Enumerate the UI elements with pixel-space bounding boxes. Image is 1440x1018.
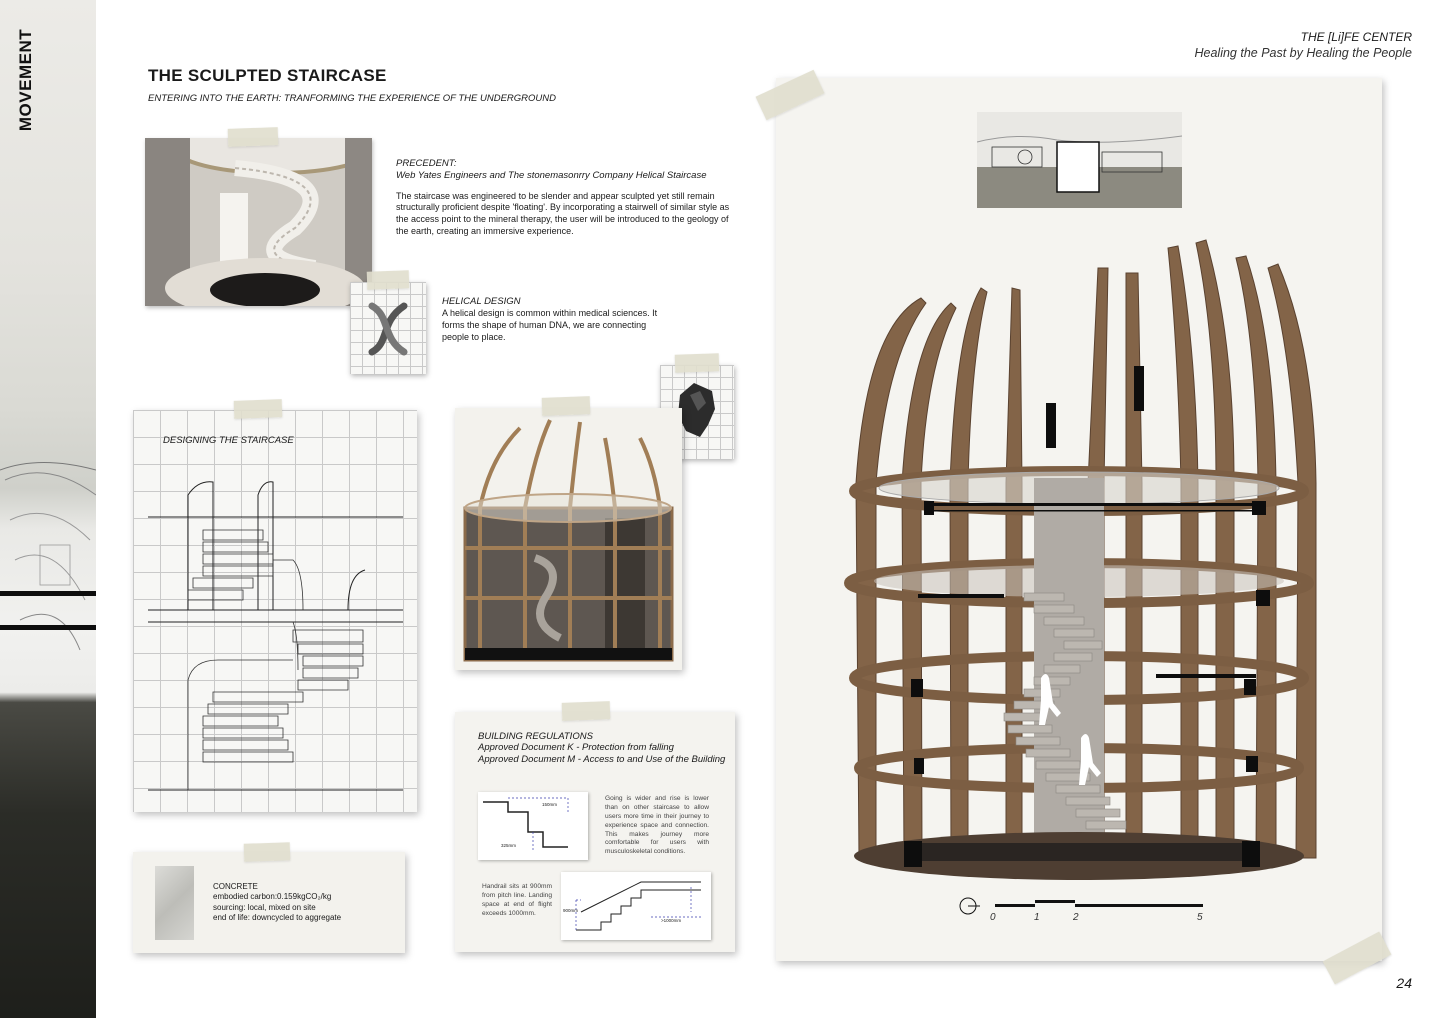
- precedent-photo: [145, 138, 372, 306]
- main-section-card: 0 1 2 5: [776, 78, 1382, 961]
- staircase-design-card: DESIGNING THE STAIRCASE: [133, 410, 417, 812]
- design-label: DESIGNING THE STAIRCASE: [163, 435, 294, 446]
- brand-block: THE [Li]FE CENTER Healing the Past by He…: [1194, 30, 1412, 60]
- dim-going: 325mm: [501, 843, 517, 848]
- tape: [541, 396, 591, 416]
- concrete-carbon: embodied carbon:0.159kgCO₂/kg: [213, 892, 332, 902]
- regulations-heading: BUILDING REGULATIONS: [478, 731, 593, 742]
- precedent-text: PRECEDENT: Web Yates Engineers and The s…: [396, 158, 736, 237]
- page-number: 24: [1396, 975, 1412, 991]
- tape: [233, 399, 283, 419]
- precedent-source: Web Yates Engineers and The stonemasonrr…: [396, 170, 707, 182]
- scale-tick-0: 0: [990, 912, 996, 923]
- staircase-drawing: [148, 481, 403, 791]
- dim-rise: 150mm: [542, 802, 558, 807]
- concrete-card: CONCRETE embodied carbon:0.159kgCO₂/kg s…: [133, 852, 405, 953]
- rise-going-diagram: 150mm 325mm: [478, 792, 588, 860]
- tape: [674, 353, 720, 373]
- precedent-body: The staircase was engineered to be slend…: [396, 190, 730, 236]
- cylinder-section-render: [844, 239, 1317, 915]
- helical-text: HELICAL DESIGN A helical design is commo…: [442, 296, 660, 343]
- doc-k: Approved Document K - Protection from fa…: [478, 742, 674, 754]
- doc-m: Approved Document M - Access to and Use …: [478, 753, 726, 765]
- going-note: Going is wider and rise is lower than on…: [605, 795, 709, 856]
- dna-card: [350, 282, 426, 374]
- brand-tagline: Healing the Past by Healing the People: [1194, 46, 1412, 60]
- tape: [243, 842, 291, 862]
- side-image-strip: MOVEMENT: [0, 0, 96, 1018]
- precedent-heading: PRECEDENT:: [396, 158, 457, 169]
- dim-landing: >1000mm: [661, 918, 682, 923]
- helical-heading: HELICAL DESIGN: [442, 296, 521, 307]
- concrete-text: CONCRETE embodied carbon:0.159kgCO₂/kg s…: [213, 882, 341, 924]
- concrete-sourcing: sourcing: local, mixed on site: [213, 902, 316, 912]
- tape: [227, 127, 279, 147]
- page-subtitle: ENTERING INTO THE EARTH: TRANFORMING THE…: [148, 93, 557, 104]
- scale-tick-5: 5: [1197, 912, 1203, 923]
- handrail-diagram: 900mm >1000mm: [561, 872, 711, 940]
- dna-helix-icon: [368, 302, 408, 356]
- tape: [561, 701, 611, 721]
- regulations-card: BUILDING REGULATIONS Approved Document K…: [455, 712, 735, 952]
- page-title: THE SCULPTED STAIRCASE: [148, 66, 387, 85]
- scale-tick-2: 2: [1073, 912, 1079, 923]
- regulations-text: BUILDING REGULATIONS Approved Document K…: [478, 731, 725, 765]
- render-card: [455, 408, 682, 670]
- helical-body: A helical design is common within medica…: [442, 308, 658, 342]
- mineral-rock-icon: [678, 383, 715, 437]
- brand-title: THE [Li]FE CENTER: [1300, 30, 1412, 44]
- section-thumbnail: [977, 112, 1182, 208]
- cylinder-render: [463, 419, 674, 662]
- scale-tick-1: 1: [1034, 912, 1040, 923]
- concrete-eol: end of life: downcycled to aggregate: [213, 913, 342, 923]
- concrete-title: CONCRETE: [213, 882, 258, 891]
- dim-handrail: 900mm: [563, 908, 579, 913]
- handrail-note: Handrail sits at 900mm from pitch line. …: [482, 883, 552, 917]
- tape: [366, 270, 410, 290]
- strip-sketch: [0, 462, 96, 651]
- concrete-swatch: [155, 866, 194, 940]
